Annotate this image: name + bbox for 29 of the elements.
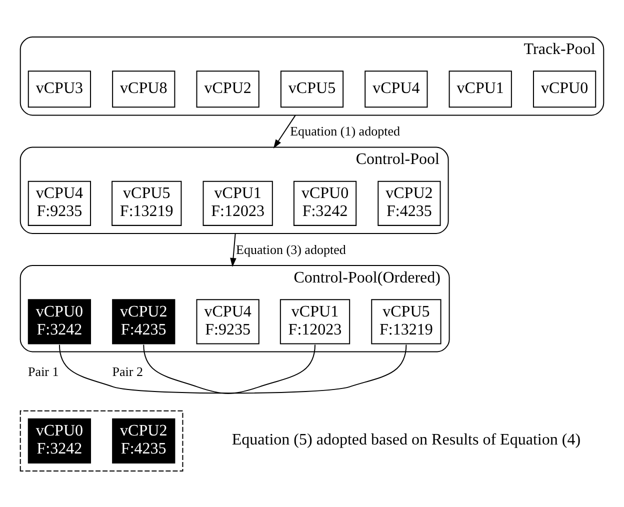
node-box: vCPU8 <box>112 70 176 108</box>
cluster <box>20 410 184 471</box>
node-box: vCPU1 F:12023 <box>280 298 350 344</box>
node-box: vCPU1 <box>448 70 512 108</box>
node-box: vCPU5 <box>280 70 344 108</box>
connector <box>143 344 316 394</box>
node-box: vCPU1 F:12023 <box>202 180 273 226</box>
node-box: vCPU4 F:9235 <box>28 180 92 226</box>
node-box: vCPU5 F:13219 <box>112 180 182 226</box>
node-box: vCPU0 F:3242 <box>293 180 357 226</box>
node-box: vCPU5 F:13219 <box>371 298 442 344</box>
arrow <box>230 232 236 267</box>
edge-label: Equation (1) adopted <box>290 123 400 138</box>
node-label: Equation (5) adopted based on Results of Equation (4) <box>232 431 581 448</box>
node-box: vCPU4 <box>364 70 428 108</box>
edge-label: Pair 2 <box>112 363 143 378</box>
node-box: vCPU3 <box>28 70 92 108</box>
node-box: vCPU2 F:4235 <box>378 180 441 226</box>
node-box: vCPU2 F:4235 <box>112 298 176 344</box>
node-box: vCPU0 F:3242 <box>28 298 92 344</box>
connector <box>58 344 407 394</box>
edge-label: Equation (3) adopted <box>236 241 346 256</box>
node-box: vCPU0 <box>532 70 596 108</box>
node-box: vCPU2 <box>196 70 260 108</box>
arrow <box>273 114 296 148</box>
node-box: vCPU0 F:3242 <box>28 418 92 463</box>
node-box: vCPU4 F:9235 <box>196 298 260 344</box>
node-box: vCPU2 F:4235 <box>112 418 176 463</box>
edge-label: Pair 1 <box>28 363 59 378</box>
